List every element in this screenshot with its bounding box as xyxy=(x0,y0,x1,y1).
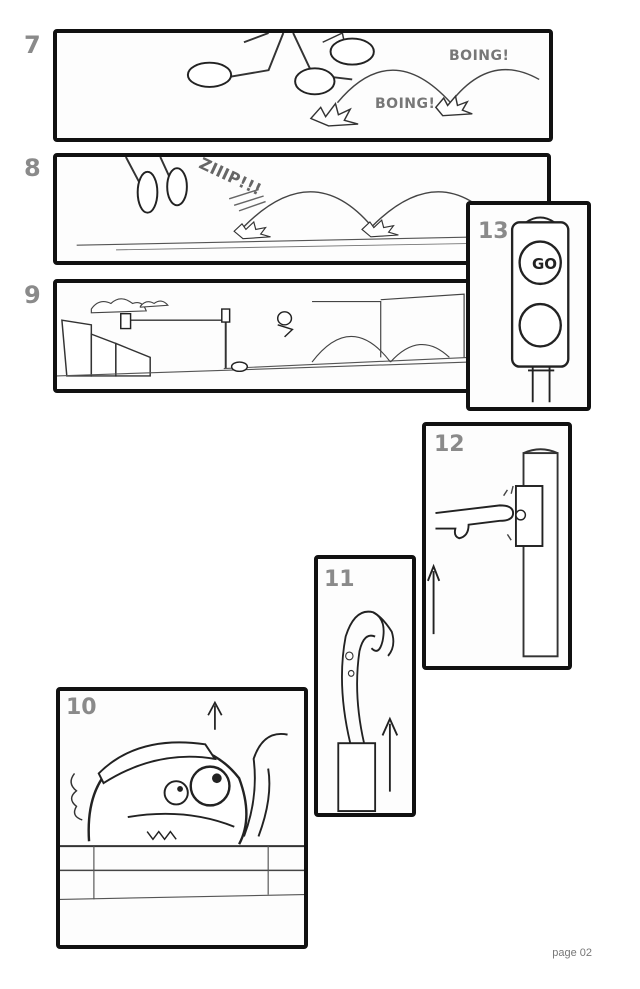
panel-number-8: 8 xyxy=(24,154,41,182)
panel-number-9: 9 xyxy=(24,281,41,309)
panel-10-sketch xyxy=(60,700,304,901)
panel-number-11: 11 xyxy=(324,567,355,592)
panel-11: 11 xyxy=(314,555,416,817)
panel-9 xyxy=(53,279,473,393)
sfx-boing-1: BOING! xyxy=(449,48,510,64)
panel-number-10: 10 xyxy=(66,695,97,720)
page-label: page 02 xyxy=(552,947,592,959)
panel-number-12: 12 xyxy=(434,432,465,457)
panel-number-7: 7 xyxy=(24,31,41,59)
panel-13: 13 GO xyxy=(466,201,591,411)
signal-go-text: GO xyxy=(532,255,558,273)
panel-12-sketch xyxy=(427,448,559,658)
sfx-boing-2: BOING! xyxy=(375,96,436,112)
panel-7-sketch xyxy=(186,33,540,127)
panel-11-sketch xyxy=(337,610,399,813)
panel-9-sketch xyxy=(57,293,469,377)
panel-number-13: 13 xyxy=(478,219,509,244)
panel-7: BOING! BOING! xyxy=(53,29,553,142)
panel-12: 12 xyxy=(422,422,572,670)
traffic-signal-sketch xyxy=(510,216,570,403)
panel-10: 10 xyxy=(56,687,308,949)
